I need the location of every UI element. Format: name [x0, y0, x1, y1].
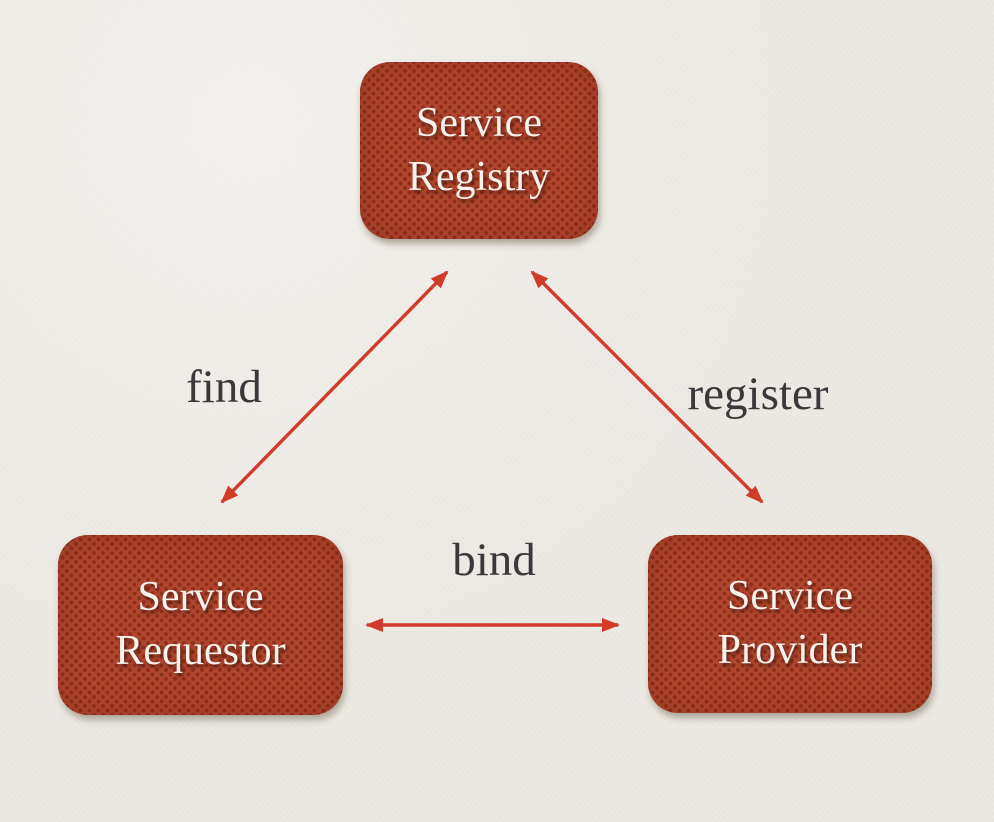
node-service-requestor-label: Service Requestor	[115, 574, 286, 674]
node-service-registry-label: Service Registry	[407, 99, 551, 200]
node-service-registry: Service Registry	[360, 62, 598, 239]
node-service-requestor: Service Requestor	[58, 535, 343, 715]
node-service-provider-label: Service Provider	[717, 573, 863, 673]
edge-label-bind: bind	[452, 534, 536, 586]
node-service-provider: Service Provider	[648, 535, 932, 713]
edge-label-find: find	[186, 361, 262, 413]
edge-label-register: register	[687, 368, 829, 420]
